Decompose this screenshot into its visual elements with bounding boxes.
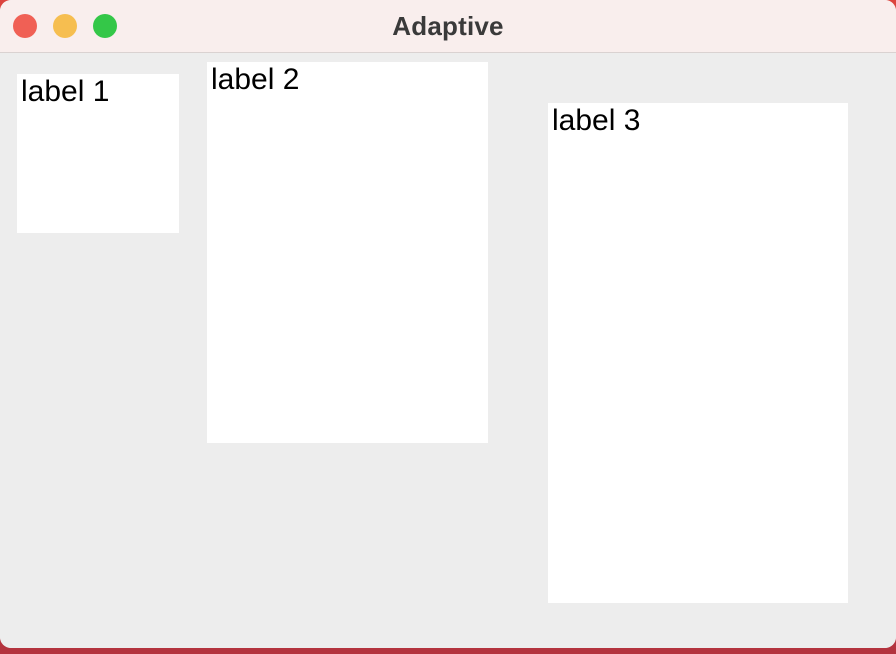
adaptive-panel-3: label 3 xyxy=(548,103,848,603)
adaptive-panel-1: label 1 xyxy=(17,74,179,233)
zoom-button[interactable] xyxy=(93,14,117,38)
titlebar[interactable]: Adaptive xyxy=(0,0,896,53)
panel-label-3: label 3 xyxy=(552,104,641,137)
minimize-button[interactable] xyxy=(53,14,77,38)
close-button[interactable] xyxy=(13,14,37,38)
panel-label-2: label 2 xyxy=(211,63,300,96)
adaptive-panel-2: label 2 xyxy=(207,62,488,443)
window-title: Adaptive xyxy=(392,10,504,41)
traffic-lights xyxy=(13,14,117,38)
panel-label-1: label 1 xyxy=(21,75,110,108)
content-area: label 1 label 2 label 3 xyxy=(0,54,896,648)
